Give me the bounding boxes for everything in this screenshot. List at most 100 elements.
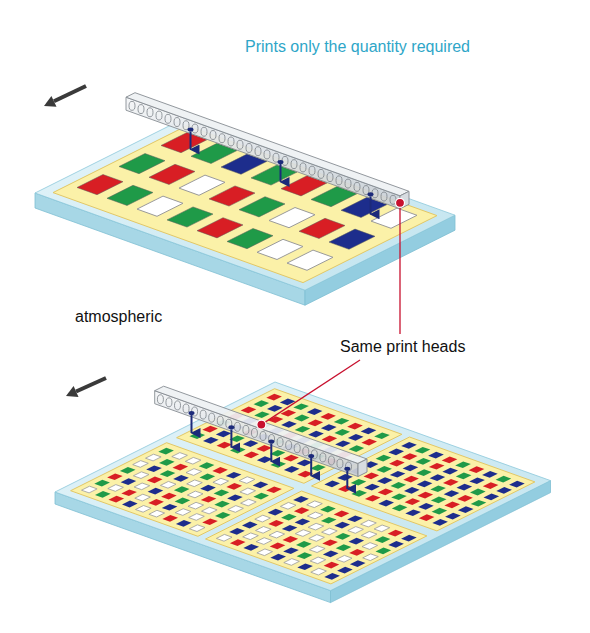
pixel-cell bbox=[376, 455, 392, 462]
ink-drop bbox=[230, 429, 232, 447]
pixel-cell bbox=[363, 554, 379, 561]
pixel-cell bbox=[334, 511, 350, 518]
pixel-cell bbox=[253, 493, 269, 500]
pixel-cell bbox=[362, 543, 378, 550]
pixel-cell bbox=[309, 546, 325, 553]
pixel-cell bbox=[416, 469, 432, 476]
pixel-cell bbox=[137, 196, 183, 216]
pixel-cell bbox=[442, 457, 458, 464]
pixel-cell bbox=[241, 407, 257, 414]
pixel-cell bbox=[309, 535, 325, 542]
leader-dot bbox=[396, 198, 405, 207]
pixel-cell bbox=[337, 567, 353, 574]
pixel-cell bbox=[189, 514, 205, 521]
pixel-cell bbox=[429, 463, 445, 470]
pixel-cell bbox=[337, 474, 353, 481]
pixel-cell bbox=[415, 447, 431, 454]
pixel-cell bbox=[443, 479, 459, 486]
print-head-end bbox=[358, 459, 367, 477]
pixel-cell bbox=[122, 501, 138, 508]
pixel-cell bbox=[95, 491, 111, 498]
pixel-cell bbox=[293, 496, 309, 503]
pixel-cell bbox=[388, 530, 404, 537]
pixel-cell bbox=[432, 508, 448, 515]
pixel-cell bbox=[229, 528, 245, 535]
pixel-cell bbox=[136, 506, 152, 513]
pixel-cell bbox=[294, 415, 310, 422]
pixel-cell bbox=[417, 481, 433, 488]
pixel-cell bbox=[419, 514, 435, 521]
pixel-cell bbox=[256, 538, 272, 545]
pixel-cell bbox=[256, 445, 272, 452]
pixel-cell bbox=[376, 548, 392, 555]
ink-drop bbox=[270, 444, 272, 462]
pixel-cell bbox=[389, 460, 405, 467]
pixel-cell bbox=[457, 495, 473, 502]
ink-drop bbox=[370, 196, 372, 214]
pixel-cell bbox=[374, 525, 390, 532]
nozzle-ink bbox=[308, 454, 314, 458]
pixel-cell bbox=[190, 432, 206, 439]
nozzle-ink bbox=[189, 411, 195, 415]
pixel-cell bbox=[374, 432, 390, 439]
pixel-cell bbox=[401, 535, 417, 542]
pixel-cell bbox=[213, 478, 229, 485]
pixel-cell bbox=[364, 484, 380, 491]
pixel-cell bbox=[253, 482, 269, 489]
nozzle-ink bbox=[278, 160, 284, 164]
pixel-cell bbox=[121, 478, 137, 485]
pixel-cell bbox=[200, 485, 216, 492]
pixel-cell bbox=[255, 515, 271, 522]
direction-arrowhead bbox=[44, 96, 57, 107]
ink-drop bbox=[346, 471, 348, 489]
leader-dot bbox=[257, 420, 266, 429]
pixel-cell bbox=[295, 426, 311, 433]
pixel-cell bbox=[361, 531, 377, 538]
pixel-cell bbox=[295, 519, 311, 526]
pixel-cell bbox=[133, 461, 149, 468]
pixel-cell bbox=[173, 464, 189, 471]
leader-line bbox=[399, 203, 400, 334]
pixel-cell bbox=[257, 456, 273, 463]
pixel-cell bbox=[335, 533, 351, 540]
pixel-cell bbox=[320, 413, 336, 420]
pixel-cell bbox=[160, 481, 176, 488]
pixel-cell bbox=[496, 476, 512, 483]
pixel-cell bbox=[388, 448, 404, 455]
pixel-cell bbox=[257, 549, 273, 556]
pixel-cell bbox=[269, 531, 285, 538]
pixel-cell bbox=[242, 522, 258, 529]
direction-arrow bbox=[54, 86, 86, 101]
pixel-cell bbox=[215, 512, 231, 519]
pixel-cell bbox=[202, 507, 218, 514]
leader-line bbox=[261, 360, 360, 425]
pixel-cell bbox=[415, 458, 431, 465]
pixel-cell bbox=[431, 497, 447, 504]
pixel-cell bbox=[324, 573, 340, 580]
print-head-face bbox=[155, 391, 358, 477]
pixel-cell bbox=[334, 418, 350, 425]
pixel-cell bbox=[134, 483, 150, 490]
process-label: atmospheric bbox=[75, 308, 162, 326]
pixel-cell bbox=[203, 437, 219, 444]
pixel-cell bbox=[227, 229, 273, 249]
pixel-cell bbox=[107, 473, 123, 480]
pixel-cell bbox=[187, 480, 203, 487]
panel-yellow bbox=[206, 491, 427, 584]
pixel-cell bbox=[209, 186, 255, 206]
pixel-cell bbox=[174, 486, 190, 493]
pixel-cell bbox=[135, 494, 151, 501]
pixel-cell bbox=[230, 447, 246, 454]
pixel-cell bbox=[348, 434, 364, 441]
pixel-cell bbox=[347, 423, 363, 430]
pixel-cell bbox=[287, 250, 333, 270]
pixel-cell bbox=[107, 185, 153, 205]
pixel-cell bbox=[307, 408, 323, 415]
pixel-cell bbox=[189, 525, 205, 532]
pixel-cell bbox=[254, 400, 270, 407]
pixel-cell bbox=[160, 470, 176, 477]
pixel-cell bbox=[119, 154, 165, 174]
pixel-cell bbox=[361, 520, 377, 527]
pixel-cell bbox=[239, 197, 285, 217]
